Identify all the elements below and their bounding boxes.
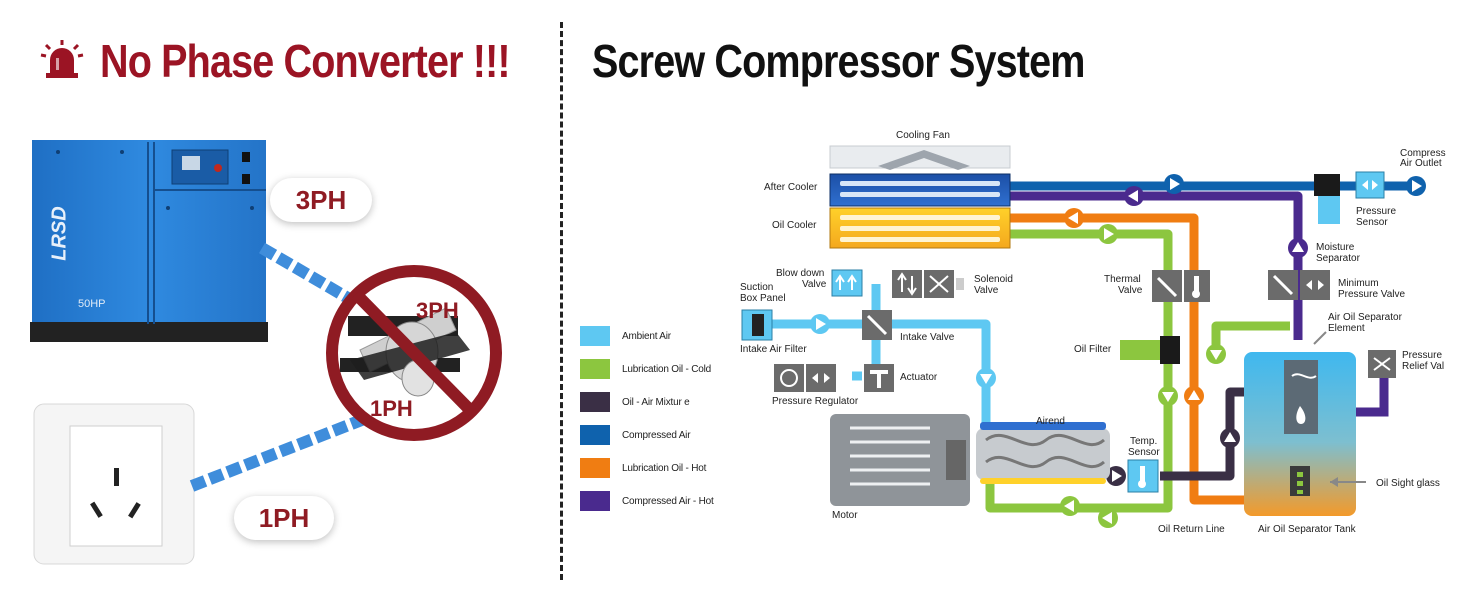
label-motor: Motor (832, 510, 858, 521)
left-title: No Phase Converter !!! (100, 35, 511, 87)
legend-label: Lubrication Oil - Hot (622, 462, 707, 474)
legend-swatch (580, 326, 610, 346)
label-separator-element-1: Air Oil Separator (1328, 312, 1402, 323)
legend-item: Ambient Air (580, 326, 671, 346)
flow-arrows (810, 174, 1426, 528)
label-separator-tank: Air Oil Separator Tank (1258, 524, 1356, 535)
label-moisture-separator-2: Separator (1316, 253, 1360, 264)
legend-item: Compressed Air - Hot (580, 491, 714, 511)
legend-item: Compressed Air (580, 425, 691, 445)
legend-label: Ambient Air (622, 330, 671, 342)
legend-swatch (580, 425, 610, 445)
label-1ph-pill: 1PH (234, 496, 334, 540)
power-connection-graphic (189, 242, 502, 492)
model-label: 50HP (78, 298, 106, 310)
label-thermal-valve-2: Valve (1118, 285, 1143, 296)
label-3ph-pill: 3PH (270, 178, 372, 222)
label-compress-air-outlet-1: Compress (1400, 148, 1446, 159)
section-divider (560, 22, 563, 580)
legend-item: Oil - Air Mixtur e (580, 392, 690, 412)
label-after-cooler: After Cooler (764, 182, 818, 193)
label-blow-down-valve-2: Valve (802, 279, 827, 290)
label-thermal-valve-1: Thermal (1104, 274, 1141, 285)
legend-item: Lubrication Oil - Cold (580, 359, 711, 379)
legend-label: Compressed Air (622, 429, 691, 441)
label-cooling-fan: Cooling Fan (896, 130, 950, 141)
label-solenoid-valve-2: Valve (974, 285, 999, 296)
label-solenoid-valve-1: Solenoid (974, 274, 1013, 285)
label-minimum-pressure-valve-1: Minimum (1338, 278, 1379, 289)
label-intake-valve: Intake Valve (900, 332, 955, 343)
label-pressure-sensor-2: Sensor (1356, 217, 1388, 228)
label-oil-return-line: Oil Return Line (1158, 524, 1225, 535)
label-separator-element-2: Element (1328, 323, 1365, 334)
label-pressure-sensor-1: Pressure (1356, 206, 1397, 217)
label-suction-box-panel-1: Suction (740, 282, 774, 293)
label-temp-sensor-1: Temp. (1130, 436, 1158, 447)
label-compress-air-outlet-2: Air Outlet (1400, 158, 1442, 169)
pipe-hot-compressed-air (1356, 378, 1389, 417)
label-intake-air-filter: Intake Air Filter (740, 344, 807, 355)
pipe-hot-oil (1010, 213, 1246, 505)
label-minimum-pressure-valve-2: Pressure Valve (1338, 289, 1406, 300)
label-airend: Airend (1036, 416, 1065, 427)
wall-socket-image (33, 403, 195, 565)
components (741, 171, 1396, 516)
legend-swatch (580, 392, 610, 412)
label-pressure-regulator: Pressure Regulator (772, 396, 859, 407)
label-moisture-separator-1: Moisture (1316, 242, 1355, 253)
legend-swatch (580, 491, 610, 511)
label-blow-down-valve-1: Blow down (776, 268, 825, 279)
sign-1ph-label: 1PH (370, 396, 413, 421)
sign-3ph-label: 3PH (416, 298, 459, 323)
label-suction-box-panel-2: Box Panel (740, 293, 786, 304)
legend-swatch (580, 458, 610, 478)
alarm-icon (40, 40, 84, 78)
legend-label: Compressed Air - Hot (622, 495, 714, 507)
legend-label: Lubrication Oil - Cold (622, 363, 711, 375)
legend-item: Lubrication Oil - Hot (580, 458, 706, 478)
label-oil-filter: Oil Filter (1074, 344, 1112, 355)
label-pressure-relief-1: Pressure (1402, 350, 1443, 361)
label-oil-sight-glass: Oil Sight glass (1376, 478, 1440, 489)
legend-label: Oil - Air Mixtur e (622, 396, 690, 408)
label-pressure-relief-2: Relief Val (1402, 361, 1445, 372)
screw-compressor-image (30, 140, 268, 342)
right-title: Screw Compressor System (592, 35, 1085, 87)
label-temp-sensor-2: Sensor (1128, 447, 1160, 458)
label-oil-cooler: Oil Cooler (772, 220, 817, 231)
label-actuator: Actuator (900, 372, 938, 383)
legend-swatch (580, 359, 610, 379)
